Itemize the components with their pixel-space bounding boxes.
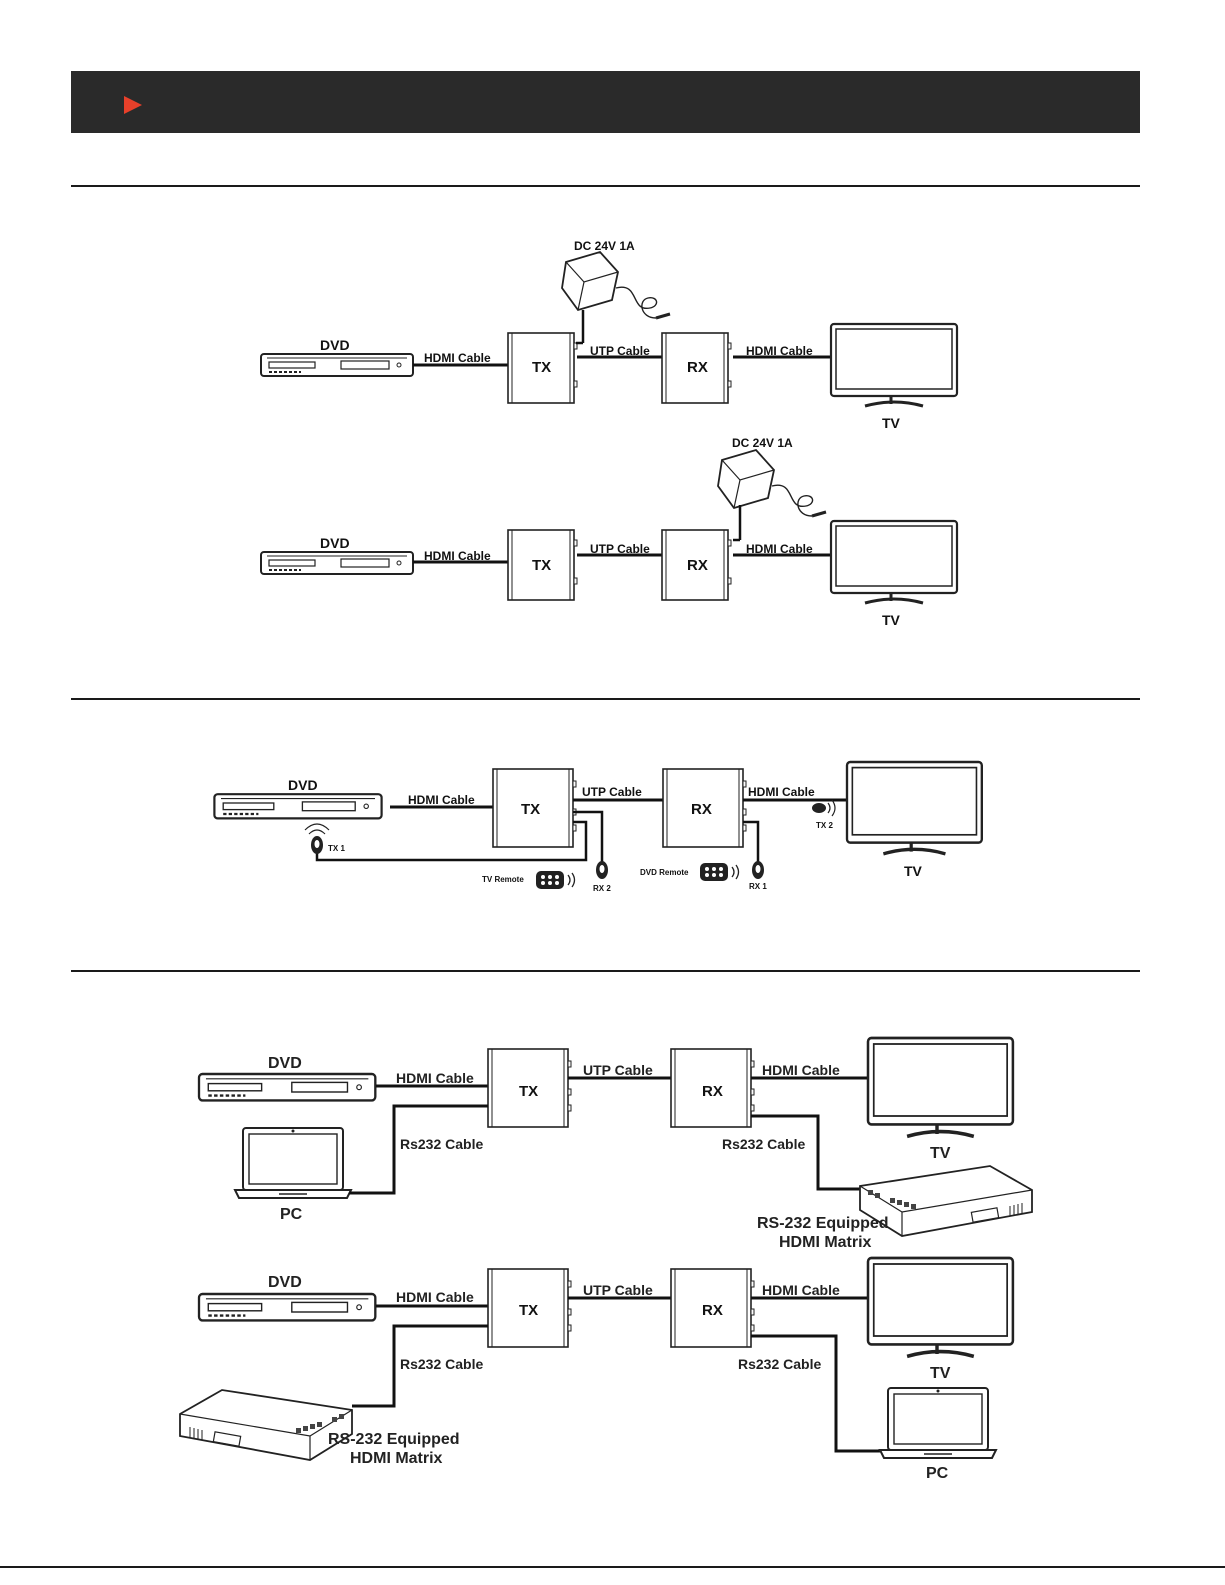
utp-cable-label: UTP Cable bbox=[583, 1062, 653, 1078]
utp-cable-label: UTP Cable bbox=[583, 1282, 653, 1298]
tx2-label: TX 2 bbox=[816, 821, 833, 830]
pc-label: PC bbox=[926, 1465, 949, 1482]
tv-label: TV bbox=[882, 612, 901, 628]
dvd-device-icon bbox=[197, 1072, 377, 1102]
hdmi-cable-label: HDMI Cable bbox=[396, 1289, 474, 1305]
dvd-remote-label: DVD Remote bbox=[640, 868, 689, 877]
utp-cable-label: UTP Cable bbox=[590, 344, 650, 358]
ir-receiver-icon bbox=[596, 861, 608, 879]
diagram-rs232-pc-to-matrix: DVD HDMI Cable TX UTP Cable RX HDMI Cabl… bbox=[197, 1036, 1033, 1251]
hdmi-cable-label: HDMI Cable bbox=[748, 785, 815, 799]
tv-device-icon bbox=[829, 519, 959, 605]
pc-laptop-icon bbox=[234, 1127, 352, 1199]
tx-label: TX bbox=[532, 557, 551, 574]
dvd-label: DVD bbox=[268, 1274, 302, 1291]
dvd-remote-icon bbox=[699, 862, 740, 882]
rx-label: RX bbox=[702, 1083, 723, 1100]
dvd-label: DVD bbox=[320, 535, 350, 551]
tv-label: TV bbox=[930, 1145, 951, 1162]
tv-label: TV bbox=[930, 1365, 951, 1382]
tv-device-icon bbox=[845, 760, 984, 856]
tv-label: TV bbox=[904, 863, 923, 879]
hdmi-cable-label: HDMI Cable bbox=[424, 351, 491, 365]
tx-label: TX bbox=[521, 801, 540, 818]
ir-emitter-icon bbox=[311, 836, 323, 854]
diagram-power-at-rx: DVD HDMI Cable TX UTP Cable RX HDMI Cabl… bbox=[260, 436, 959, 628]
matrix-label-line1: RS-232 Equipped bbox=[757, 1215, 889, 1232]
tv-remote-label: TV Remote bbox=[482, 875, 524, 884]
rs232-cable-label: Rs232 Cable bbox=[400, 1136, 483, 1152]
utp-cable-label: UTP Cable bbox=[582, 785, 642, 799]
dvd-label: DVD bbox=[268, 1055, 302, 1072]
matrix-label-line1: RS-232 Equipped bbox=[328, 1431, 460, 1448]
tx-label: TX bbox=[519, 1083, 538, 1100]
hdmi-cable-label: HDMI Cable bbox=[746, 344, 813, 358]
dvd-device-icon bbox=[197, 1292, 377, 1322]
power-label: DC 24V 1A bbox=[574, 239, 635, 253]
hdmi-cable-label: HDMI Cable bbox=[408, 793, 475, 807]
power-label: DC 24V 1A bbox=[732, 436, 793, 450]
section-divider-1 bbox=[71, 185, 1140, 187]
play-arrow-icon bbox=[124, 96, 142, 114]
tv-device-icon bbox=[866, 1036, 1015, 1139]
dvd-device-icon bbox=[260, 353, 414, 377]
rs232-cable-label: Rs232 Cable bbox=[722, 1136, 805, 1152]
power-adapter-icon bbox=[560, 250, 672, 320]
rs232-cable-label: Rs232 Cable bbox=[738, 1356, 821, 1372]
rx-label: RX bbox=[687, 359, 708, 376]
tx1-label: TX 1 bbox=[328, 844, 345, 853]
rx-label: RX bbox=[702, 1302, 723, 1319]
page-bottom-rule bbox=[0, 1566, 1225, 1568]
rx1-label: RX 1 bbox=[749, 882, 767, 891]
hdmi-matrix-icon bbox=[179, 1389, 353, 1461]
rx-label: RX bbox=[687, 557, 708, 574]
hdmi-cable-label: HDMI Cable bbox=[762, 1062, 840, 1078]
rs232-cable-label: Rs232 Cable bbox=[400, 1356, 483, 1372]
utp-cable-label: UTP Cable bbox=[590, 542, 650, 556]
tv-label: TV bbox=[882, 415, 901, 431]
header-bar bbox=[71, 71, 1140, 133]
diagram-ir-remote: DVD HDMI Cable TX UTP Cable RX HDMI Cabl… bbox=[213, 760, 984, 893]
section-divider-2 bbox=[71, 698, 1140, 700]
pc-laptop-icon bbox=[879, 1387, 997, 1459]
ir-receiver-icon bbox=[752, 861, 764, 879]
tv-device-icon bbox=[866, 1256, 1015, 1359]
hdmi-cable-label: HDMI Cable bbox=[746, 542, 813, 556]
tx-label: TX bbox=[532, 359, 551, 376]
hdmi-cable-label: HDMI Cable bbox=[762, 1282, 840, 1298]
hdmi-cable-label: HDMI Cable bbox=[424, 549, 491, 563]
diagram-rs232-matrix-to-pc: DVD HDMI Cable TX UTP Cable RX HDMI Cabl… bbox=[179, 1256, 1015, 1482]
rx-label: RX bbox=[691, 801, 712, 818]
dvd-label: DVD bbox=[288, 777, 318, 793]
matrix-label-line2: HDMI Matrix bbox=[350, 1450, 443, 1467]
tx-label: TX bbox=[519, 1302, 538, 1319]
pc-label: PC bbox=[280, 1206, 303, 1223]
rx2-label: RX 2 bbox=[593, 884, 611, 893]
power-adapter-icon bbox=[716, 448, 828, 518]
hdmi-cable-label: HDMI Cable bbox=[396, 1070, 474, 1086]
tv-remote-icon bbox=[535, 870, 576, 890]
ir-emitter-icon bbox=[812, 803, 826, 813]
section-divider-3 bbox=[71, 970, 1140, 972]
dvd-device-icon bbox=[260, 551, 414, 575]
matrix-label-line2: HDMI Matrix bbox=[779, 1234, 872, 1251]
dvd-label: DVD bbox=[320, 337, 350, 353]
tv-device-icon bbox=[829, 322, 959, 408]
diagram-power-at-tx: DVD HDMI Cable TX UTP Cable RX HDMI Cabl… bbox=[260, 239, 959, 431]
dvd-device-icon bbox=[213, 793, 383, 820]
